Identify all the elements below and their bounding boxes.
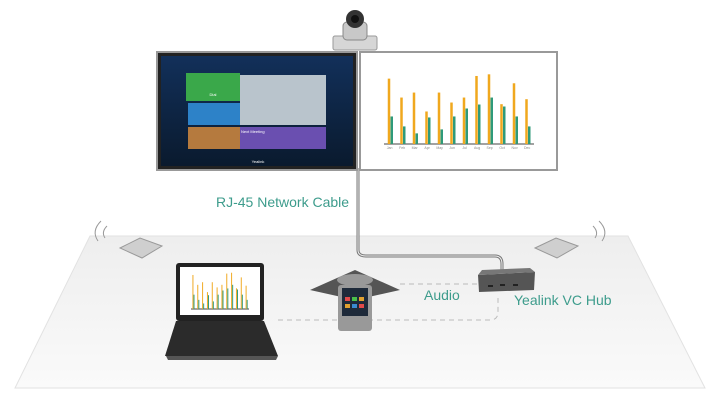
tick-label: May <box>436 146 443 150</box>
bar-dec-a <box>525 99 528 144</box>
bar-sep-a <box>487 74 491 144</box>
bar-jul-b <box>222 290 224 309</box>
bar-nov-b <box>241 294 243 309</box>
bar-jun-a <box>216 287 218 309</box>
right-ceiling-mic <box>533 220 606 259</box>
bar-mar-b <box>415 133 418 144</box>
bar-oct-a <box>500 104 503 144</box>
laptop <box>165 263 278 360</box>
bar-dec-b <box>528 126 531 144</box>
bar-jan-b <box>193 294 195 309</box>
bar-nov-a <box>240 277 242 309</box>
tick-label: Feb <box>399 146 405 150</box>
bar-nov-a <box>512 83 516 144</box>
tick-label: Sep <box>487 146 493 150</box>
bar-apr-a <box>206 292 208 309</box>
left-ceiling-mic <box>94 220 164 259</box>
bar-aug-a <box>475 75 478 144</box>
bar-dec-a <box>245 285 247 309</box>
laptop-chart <box>191 272 249 310</box>
monitor-chart: Jan Feb Mar Apr May Jun Jul Aug Sep Oct Nov Dec <box>384 74 534 150</box>
bar-sep-b <box>232 284 234 309</box>
bar-jun-b <box>453 116 456 144</box>
bar-mar-b <box>203 303 205 309</box>
bar-feb-a <box>197 284 199 309</box>
bar-apr-b <box>428 117 431 144</box>
bar-jan-a <box>387 78 391 144</box>
vc-hub <box>478 268 535 292</box>
bar-jul-a <box>221 284 223 309</box>
bar-jan-a <box>192 274 194 309</box>
camera <box>332 10 378 51</box>
conference-phone <box>310 270 400 331</box>
tick-label: Jun <box>449 146 455 150</box>
tick-label: Aug <box>474 146 480 150</box>
bar-oct-b <box>237 289 238 309</box>
bar-may-a <box>437 92 441 144</box>
bar-nov-b <box>515 116 518 144</box>
bar-feb-a <box>400 97 403 144</box>
right-monitor <box>359 51 558 171</box>
audio-label: Audio <box>424 287 460 303</box>
tick-label: Mar <box>412 146 419 150</box>
bar-aug-a <box>226 273 228 309</box>
bar-aug-b <box>478 104 481 144</box>
next-meeting-text: Next Meeting <box>241 128 265 134</box>
bar-may-b <box>212 301 214 309</box>
bar-may-b <box>440 129 443 144</box>
bar-mar-a <box>412 92 416 144</box>
hub-label: Yealink VC Hub <box>514 292 612 308</box>
bar-feb-b <box>403 126 406 144</box>
bar-sep-b <box>490 97 493 144</box>
bar-jan-b <box>390 116 393 144</box>
network-cable-label: RJ-45 Network Cable <box>216 194 350 210</box>
tick-label: Apr <box>424 146 430 150</box>
tick-label: Jan <box>387 146 393 150</box>
bar-sep-a <box>231 272 233 309</box>
bar-may-a <box>211 282 213 309</box>
bar-jun-a <box>450 102 453 144</box>
bar-apr-a <box>425 111 428 144</box>
bar-jun-b <box>217 294 219 309</box>
bar-jul-b <box>465 108 468 144</box>
tick-label: Nov <box>512 146 518 150</box>
dial-tile: Dial <box>209 91 217 97</box>
laptop-link <box>278 298 499 321</box>
bar-oct-b <box>503 106 506 144</box>
bar-oct-a <box>235 288 237 309</box>
bar-dec-b <box>246 299 248 309</box>
tick-label: Dec <box>524 146 530 150</box>
screen-brand: Yealink <box>251 158 265 164</box>
tick-label: Oct <box>499 146 504 150</box>
bar-apr-b <box>208 295 209 309</box>
bar-jul-a <box>462 97 466 144</box>
tick-label: Jul <box>462 146 467 150</box>
bar-feb-b <box>198 299 200 309</box>
bar-mar-a <box>202 282 204 309</box>
bar-aug-b <box>227 288 229 309</box>
